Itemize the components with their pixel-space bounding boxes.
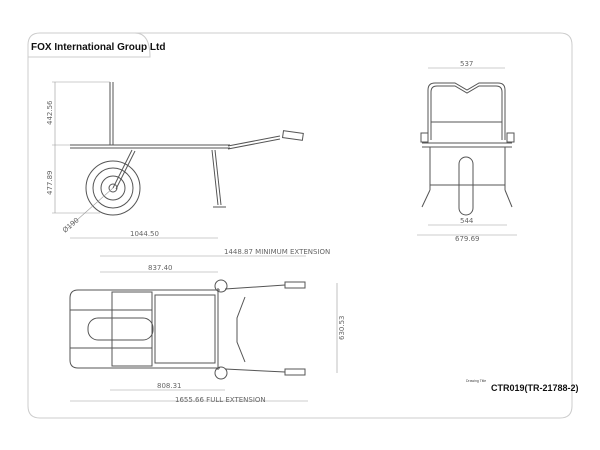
dim-seat-height: 477.89	[46, 171, 54, 196]
side-view: 442.56 477.89 Ø190	[46, 81, 304, 235]
drawing-frame	[27, 32, 573, 419]
front-view: 537 544 679.69	[417, 60, 517, 243]
drawing-title-label: Drawing Title	[466, 379, 486, 383]
dim-seat-length: 837.40	[148, 264, 173, 272]
title-tab	[28, 32, 151, 58]
top-view: 1044.50 1448.87 MINIMUM EXTENSION 837.40…	[69, 230, 346, 404]
dim-overall-width: 679.69	[455, 235, 480, 243]
dim-wheel-offset: 808.31	[157, 382, 182, 390]
company-name: FOX International Group Ltd	[31, 42, 165, 53]
dim-length-to-wheel: 1044.50	[130, 230, 159, 238]
drawing-title: CTR019(TR-21788-2)	[491, 383, 579, 393]
dim-leg-width: 544	[460, 217, 474, 225]
dim-top-width: 537	[460, 60, 473, 68]
dim-wheel-diameter: Ø190	[61, 216, 81, 234]
dim-full-extension: 1655.66 FULL EXTENSION	[175, 396, 266, 404]
dim-width: 630.53	[338, 316, 346, 341]
dim-backrest-height: 442.56	[46, 100, 54, 125]
dim-min-extension: 1448.87 MINIMUM EXTENSION	[224, 248, 330, 256]
